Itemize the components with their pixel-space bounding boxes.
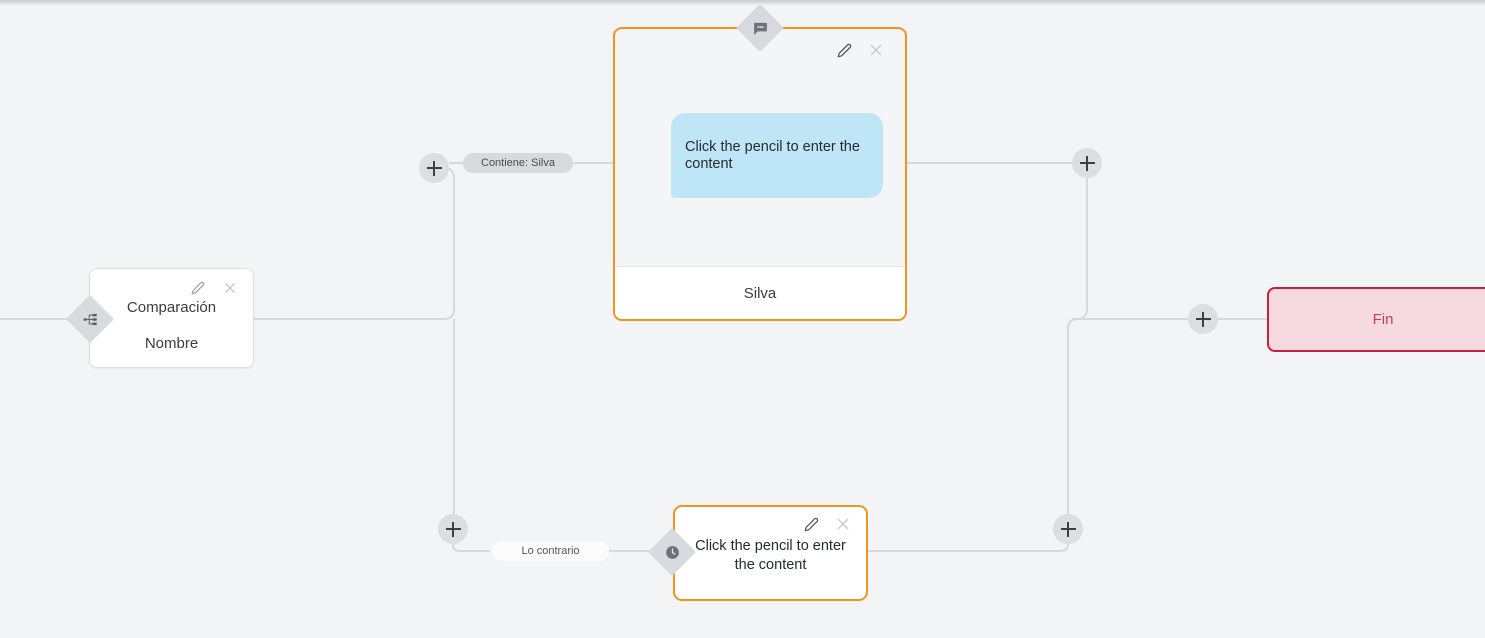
add-node-bottom-right[interactable] <box>1053 514 1083 544</box>
comparison-titles: Comparación Nombre <box>90 297 253 355</box>
message-bottom-actions <box>802 515 852 533</box>
edge-label-contains[interactable]: Contiene: Silva <box>463 153 573 173</box>
add-node-top-right[interactable] <box>1072 148 1102 178</box>
message-top-badge[interactable] <box>735 3 785 53</box>
message-bottom-badge[interactable] <box>647 527 697 577</box>
message-top-footer: Silva <box>615 266 905 319</box>
message-bubble: Click the pencil to enter the content <box>671 113 883 198</box>
clock-icon <box>655 535 689 569</box>
edge-label-otherwise[interactable]: Lo contrario <box>492 541 609 561</box>
close-icon[interactable] <box>221 279 239 297</box>
pencil-icon[interactable] <box>802 515 820 533</box>
wire-topright-down <box>1076 178 1088 320</box>
close-icon[interactable] <box>834 515 852 533</box>
pencil-icon[interactable] <box>835 41 853 59</box>
message-top-actions <box>835 41 885 59</box>
pencil-icon[interactable] <box>189 279 207 297</box>
add-node-top-left[interactable] <box>419 153 449 183</box>
add-node-before-end[interactable] <box>1188 304 1218 334</box>
node-end[interactable]: Fin <box>1267 287 1485 352</box>
sitemap-icon <box>73 302 107 336</box>
comparison-actions <box>189 279 239 297</box>
wire-bottomplus-to-label <box>452 543 490 552</box>
comparison-title: Comparación <box>126 299 217 316</box>
wire-compare-to-top-plus <box>254 167 455 320</box>
window-top-strip <box>0 0 1485 6</box>
add-node-bottom-left[interactable] <box>438 514 468 544</box>
chat-bubble-icon <box>743 11 777 45</box>
node-message-top[interactable]: Click the pencil to enter the content Si… <box>613 27 907 321</box>
node-comparison[interactable]: Comparación Nombre <box>89 268 254 368</box>
wire-bottomcard-to-plus <box>868 543 1069 552</box>
wire-bottomright-up <box>1067 318 1079 514</box>
close-icon[interactable] <box>867 41 885 59</box>
message-bottom-text: Click the pencil to enter the content <box>695 538 846 573</box>
node-message-bottom[interactable]: Click the pencil to enter the content <box>673 505 868 601</box>
comparison-badge[interactable] <box>65 294 115 344</box>
comparison-subtitle: Nombre <box>144 335 199 352</box>
